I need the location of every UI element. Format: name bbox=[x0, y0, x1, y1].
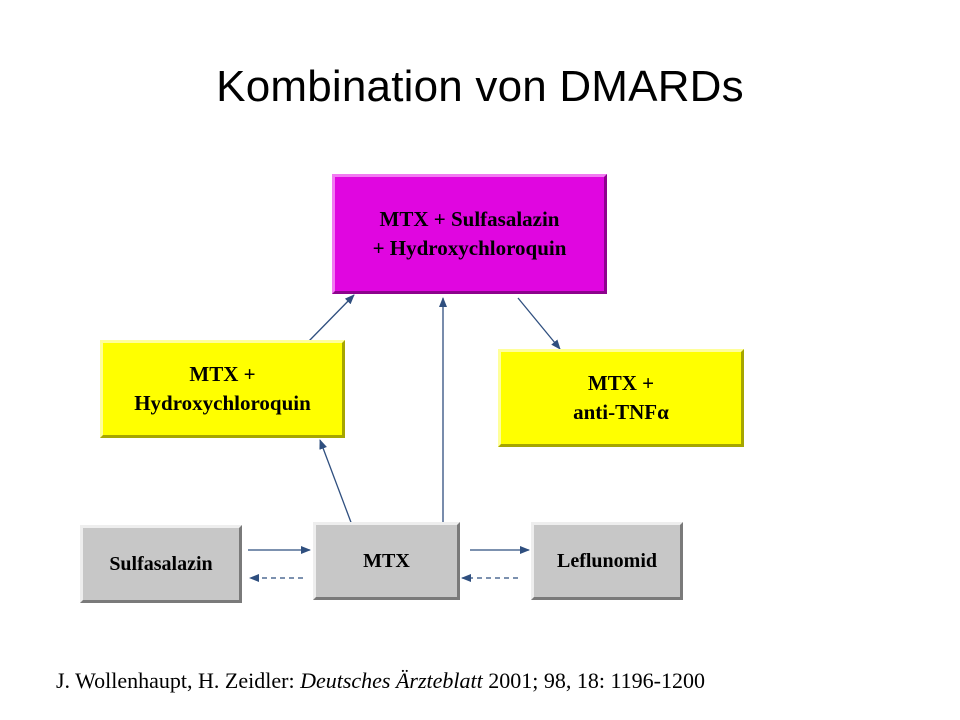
node-mtx-hydroxychloroquin: MTX + Hydroxychloroquin bbox=[100, 340, 345, 438]
node-mtx-tnf-line1: MTX + bbox=[587, 370, 655, 395]
node-mtx-hcq-line2: Hydroxychloroquin bbox=[134, 391, 311, 415]
citation-details: 2001; 98, 18: 1196-1200 bbox=[488, 668, 705, 693]
node-triple-line1: MTX + Sulfasalazin bbox=[379, 206, 560, 231]
citation-journal: Deutsches Ärzteblatt bbox=[300, 668, 483, 693]
citation-authors: J. Wollenhaupt, H. Zeidler: bbox=[56, 668, 295, 693]
node-mtx-anti-tnf: MTX + anti-TNFα bbox=[498, 349, 744, 447]
node-leflunomid: Leflunomid bbox=[531, 522, 683, 600]
node-sulfasalazin-label: Sulfasalazin bbox=[109, 553, 213, 575]
arrow-mtx-hcq-to-triple bbox=[307, 294, 355, 343]
node-mtx: MTX bbox=[313, 522, 460, 600]
node-mtx-hcq-line1: MTX + bbox=[189, 361, 256, 386]
arrow-triple-to-mtx-tnf bbox=[517, 297, 561, 350]
node-leflunomid-label: Leflunomid bbox=[556, 550, 658, 572]
node-mtx-tnf-line2: anti-TNFα bbox=[573, 400, 669, 424]
node-triple-line2: + Hydroxychloroquin bbox=[372, 236, 567, 260]
node-sulfasalazin: Sulfasalazin bbox=[80, 525, 242, 603]
slide-title: Kombination von DMARDs bbox=[216, 62, 744, 111]
node-mtx-sulfasalazin-hydroxychloroquin: MTX + Sulfasalazin + Hydroxychloroquin bbox=[332, 174, 607, 294]
arrow-mtx-to-mtx-hcq bbox=[319, 439, 353, 526]
citation: J. Wollenhaupt, H. Zeidler: Deutsches Är… bbox=[56, 668, 705, 694]
node-mtx-label: MTX bbox=[363, 550, 410, 572]
